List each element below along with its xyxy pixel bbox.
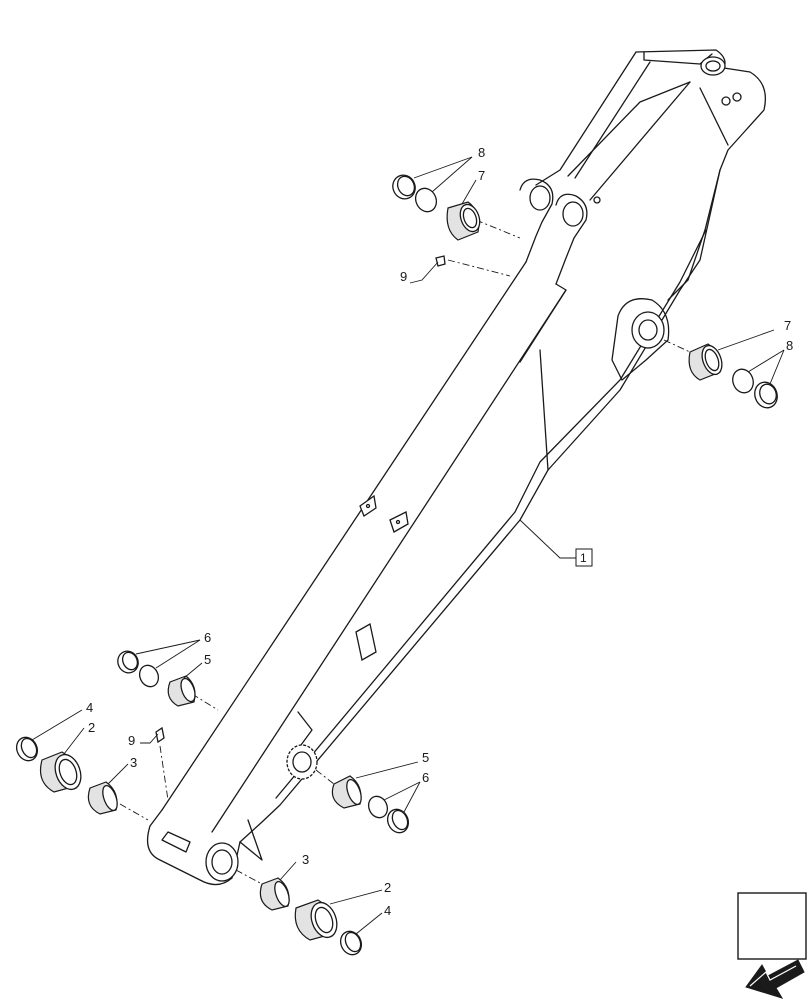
callout-9-lower: 9 [128,733,135,748]
part-flanged-bushing-2-left [39,751,82,793]
part-bushing-7-upper [446,201,481,241]
callout-2-left: 2 [88,720,95,735]
part-bushing-7-right [688,343,723,381]
callout-6-right: 6 [422,770,429,785]
boom-body-lower-edge [239,169,721,843]
gear-boss [286,744,318,780]
callout-labels: 8 7 9 7 8 6 5 4 2 9 3 5 6 3 2 4 1 [86,145,793,918]
callout-1-box: 1 [575,548,593,567]
part-bushing-5-left [167,675,196,707]
callout-1: 1 [580,551,587,565]
callout-4-right: 4 [384,903,391,918]
part-ring-8-upper-a [392,174,416,200]
leader-lines [31,156,785,935]
part-ring-6-right-a [367,795,389,819]
callout-6-left: 6 [204,630,211,645]
callout-5-right: 5 [422,750,429,765]
boom-arm-assembly [146,49,767,886]
callout-3-left: 3 [130,755,137,770]
callout-5-left: 5 [204,652,211,667]
part-ring-6-left-b [138,664,160,688]
part-ring-8-upper-b [414,187,438,213]
part-ring-8-right-b [754,381,778,409]
part-flanged-bushing-2-right [294,899,338,941]
boom-foot [146,809,241,886]
callout-7-upper: 7 [478,168,485,183]
boom-head [635,49,767,301]
part-grease-fitting-9-upper [435,255,446,267]
callout-9-upper: 9 [400,269,407,284]
upper-lug-right [555,193,588,285]
part-ring-6-left-a [117,650,139,674]
navigation-arrow-icon [737,892,807,999]
callout-3-right: 3 [302,852,309,867]
part-bushing-5-right [331,775,362,809]
part-bushing-3-right [259,877,290,911]
part-ring-4-left [15,736,39,762]
callout-7-right: 7 [784,318,791,333]
part-ring-4-right [339,930,363,956]
callout-2-right: 2 [384,880,391,895]
callout-8-upper: 8 [478,145,485,160]
part-ring-6-right-b [386,808,410,834]
callout-4-left: 4 [86,700,93,715]
callout-8-right: 8 [786,338,793,353]
part-ring-8-right-a [732,368,754,394]
part-grease-fitting-9-lower [155,726,165,744]
boom-body-upper-edge [161,261,527,811]
upper-lug-left [519,178,554,263]
centerlines [119,219,691,885]
part-bushing-3-left [87,781,118,815]
